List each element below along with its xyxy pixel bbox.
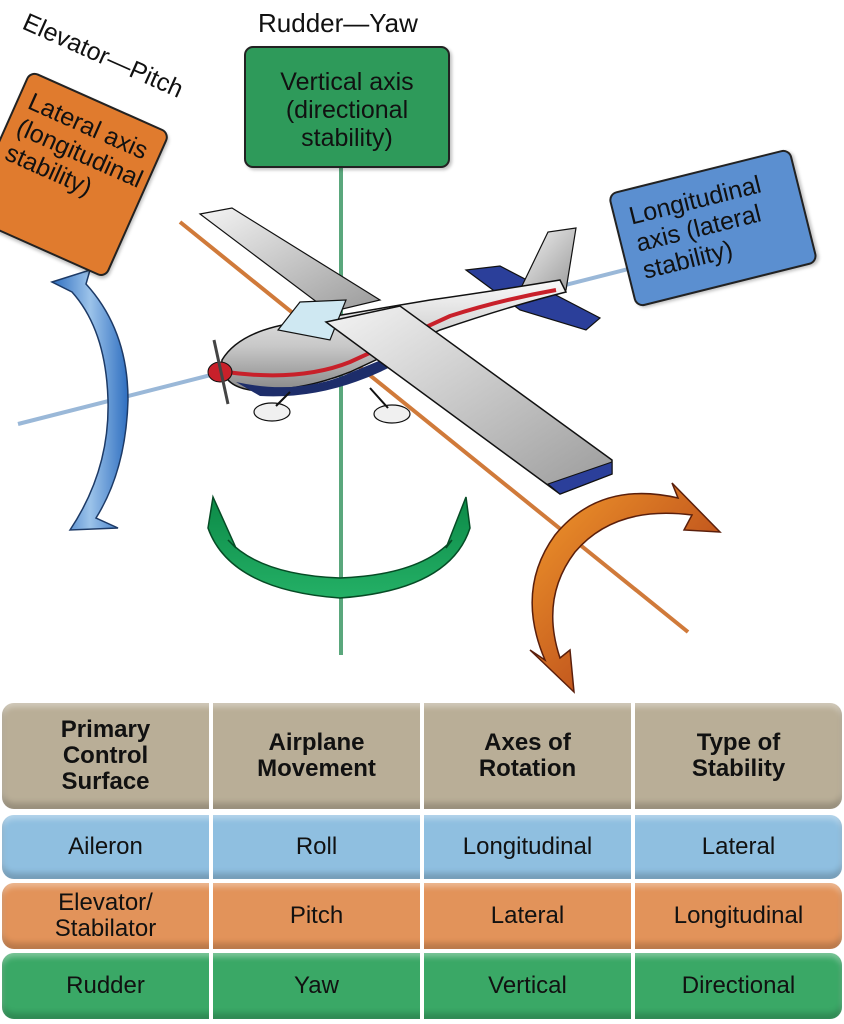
aircraft-axes-diagram <box>17 165 722 694</box>
airplane <box>198 207 613 495</box>
pitch-arrow <box>529 482 722 694</box>
table-cell: Longitudinal <box>420 815 631 879</box>
table-cell: Yaw <box>209 953 420 1019</box>
table-cell: Elevator/ Stabilator <box>54 889 157 942</box>
roll-arrow <box>50 268 129 531</box>
table-cell: Roll <box>209 815 420 879</box>
table-row-aileron: Aileron Roll Longitudinal Lateral <box>2 815 842 879</box>
lateral-axis-line <box>178 220 690 634</box>
table-cell: Vertical <box>420 953 631 1019</box>
table-cell: Pitch <box>209 883 420 949</box>
table-cell: Lateral <box>420 883 631 949</box>
header-cell: Axes of Rotation <box>420 703 631 809</box>
table-header-row: Primary Control Surface Airplane Movemen… <box>2 703 842 809</box>
vertical-axis-box: Vertical axis (directional stability) <box>244 46 450 168</box>
yaw-arrow <box>207 494 471 599</box>
control-surface-table: Primary Control Surface Airplane Movemen… <box>2 703 842 1021</box>
table-cell: Aileron <box>68 833 143 860</box>
table-cell: Lateral <box>631 815 842 879</box>
table-cell: Rudder <box>66 972 145 999</box>
table-cell: Longitudinal <box>631 883 842 949</box>
header-cell: Type of Stability <box>631 703 842 809</box>
header-cell: Primary Control Surface <box>60 716 151 795</box>
vertical-axis-text: Vertical axis (directional stability) <box>280 68 414 152</box>
table-row-rudder: Rudder Yaw Vertical Directional <box>2 953 842 1019</box>
table-row-elevator: Elevator/ Stabilator Pitch Lateral Longi… <box>2 883 842 949</box>
rudder-yaw-title: Rudder—Yaw <box>258 8 418 38</box>
table-cell: Directional <box>631 953 842 1019</box>
header-cell: Airplane Movement <box>209 703 420 809</box>
